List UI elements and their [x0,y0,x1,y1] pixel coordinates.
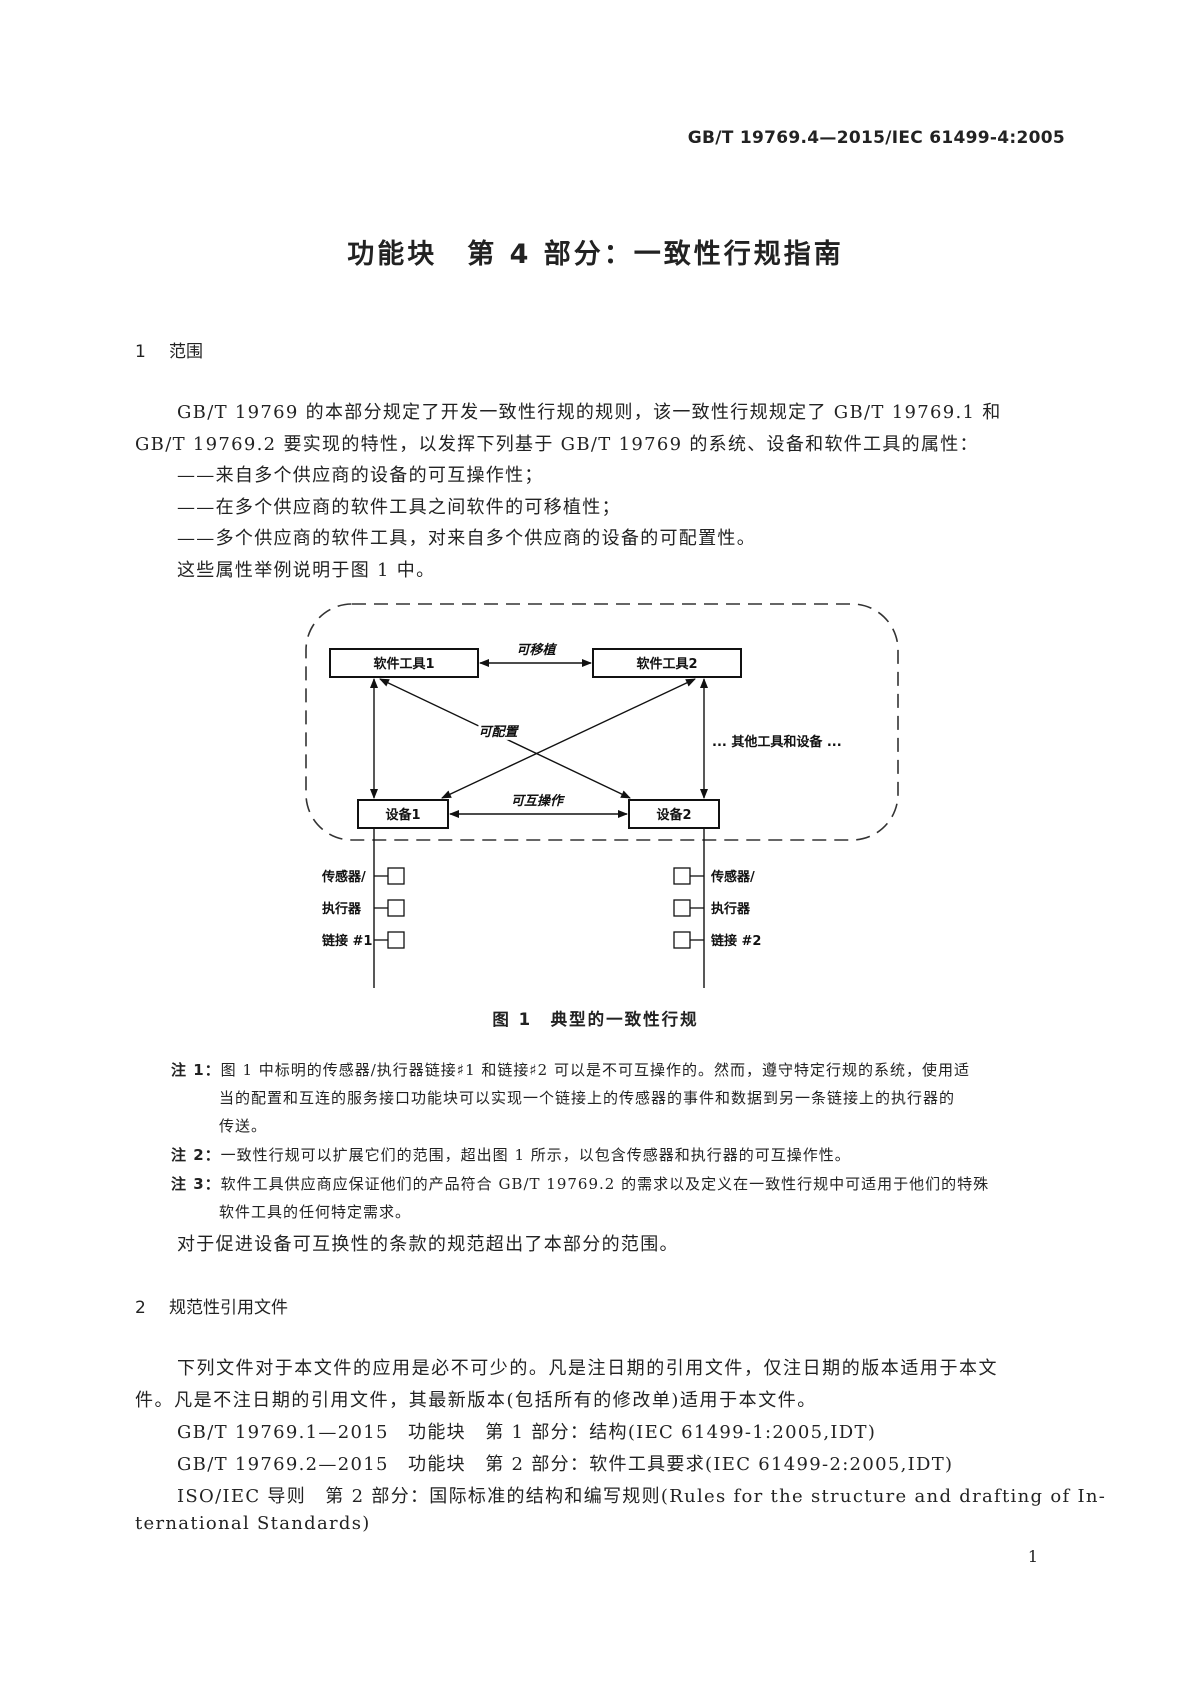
section-2-heading: 2 规范性引用文件 [135,1293,288,1318]
configurable-label: 可配置 [478,725,519,740]
actuator-label-2: 执行器 [711,901,751,917]
reference-item: ISO/IEC 导则 第 2 部分：国际标准的结构和编写规则(Rules for… [177,1486,1107,1507]
note-3-line1: 软件工具供应商应保证他们的产品符合 GB/T 19769.2 的需求以及定义在一… [220,1175,990,1193]
interoperable-label: 可互操作 [511,793,566,809]
scope-paragraph-2: 这些属性举例说明于图 1 中。 [177,560,436,581]
scope-list-item: ——来自多个供应商的设备的可互操作性； [177,465,544,486]
scope-list-item: ——多个供应商的软件工具，对来自多个供应商的设备的可配置性。 [177,528,756,549]
section-2-title: 规范性引用文件 [169,1298,288,1318]
link-node-1 [387,931,405,949]
note-2-line1: 一致性行规可以扩展它们的范围，超出图 1 所示，以包含传感器和执行器的可互操作性… [220,1146,851,1164]
actuator-node-2 [673,899,691,917]
references-paragraph-line1: 下列文件对于本文件的应用是必不可少的。凡是注日期的引用文件，仅注日期的版本适用于… [177,1358,999,1379]
link-1-label: 链接 #1 [321,933,372,949]
software-tool-1-label: 软件工具1 [373,656,434,672]
software-tool-2-box [592,648,742,678]
note-2: 注 2：一致性行规可以扩展它们的范围，超出图 1 所示，以包含传感器和执行器的可… [171,1144,851,1165]
sensor-label-1: 传感器/ [321,869,366,885]
reference-item-continued: ternational Standards) [135,1513,371,1534]
scope-paragraph-line2: GB/T 19769.2 要实现的特性，以发挥下列基于 GB/T 19769 的… [135,434,979,455]
note-1-line1: 图 1 中标明的传感器/执行器链接♯1 和链接♯2 可以是不可互操作的。然而，遵… [220,1061,970,1079]
section-1-number: 1 [135,342,146,362]
standard-number: GB/T 19769.4—2015/IEC 61499-4:2005 [687,128,1065,148]
device-1-label: 设备1 [385,807,420,823]
sensor-node-1 [387,867,405,885]
document-title: 功能块 第 4 部分：一致性行规指南 [347,239,844,270]
link-2-nodes: 传感器/ 执行器 链接 #2 [673,867,761,949]
software-tool-2-label: 软件工具2 [636,656,697,672]
other-tools-label: ... 其他工具和设备 ... [712,734,842,750]
section-1-heading: 1 范围 [135,337,203,362]
software-tool-1-box [329,648,479,678]
note-2-label: 注 2： [171,1146,221,1164]
figure-1-diagram: 软件工具1 软件工具2 设备1 设备2 可移植 可互操作 可配置 ... 其他工… [305,603,899,988]
note-3-line2: 软件工具的任何特定需求。 [219,1203,412,1221]
note-3: 注 3：软件工具供应商应保证他们的产品符合 GB/T 19769.2 的需求以及… [171,1173,989,1194]
device-2-label: 设备2 [656,807,691,823]
note-1: 注 1：图 1 中标明的传感器/执行器链接♯1 和链接♯2 可以是不可互操作的。… [171,1059,970,1080]
paragraph-after-notes: 对于促进设备可互换性的条款的规范超出了本部分的范围。 [177,1234,679,1255]
section-1-title: 范围 [169,342,203,362]
page-number: 1 [1027,1547,1038,1566]
figure-1-caption: 图 1 典型的一致性行规 [492,1010,699,1029]
tool2-device1-arrow [441,678,696,799]
link-1-nodes: 传感器/ 执行器 链接 #1 [321,867,405,949]
actuator-node-1 [387,899,405,917]
portable-label: 可移植 [516,642,557,658]
sensor-node-2 [673,867,691,885]
section-2-number: 2 [135,1298,146,1318]
note-1-line3: 传送。 [219,1117,268,1135]
actuator-label-1: 执行器 [322,901,362,917]
device-1-box [357,799,449,829]
sensor-label-2: 传感器/ [710,869,755,885]
note-1-label: 注 1： [171,1061,221,1079]
reference-item: GB/T 19769.2—2015 功能块 第 2 部分：软件工具要求(IEC … [177,1454,954,1475]
scope-paragraph-line1: GB/T 19769 的本部分规定了开发一致性行规的规则，该一致性行规规定了 G… [177,402,1002,423]
note-1-line2: 当的配置和互连的服务接口功能块可以实现一个链接上的传感器的事件和数据到另一条链接… [219,1089,956,1107]
references-paragraph-line2: 件。凡是不注日期的引用文件，其最新版本(包括所有的修改单)适用于本文件。 [135,1390,817,1411]
device-2-box [628,799,720,829]
link-node-2 [673,931,691,949]
reference-item: GB/T 19769.1—2015 功能块 第 1 部分：结构(IEC 6149… [177,1422,877,1443]
note-3-label: 注 3： [171,1175,221,1193]
dashed-system-boundary [305,603,899,841]
scope-list-item: ——在多个供应商的软件工具之间软件的可移植性； [177,497,621,518]
link-2-label: 链接 #2 [710,933,761,949]
